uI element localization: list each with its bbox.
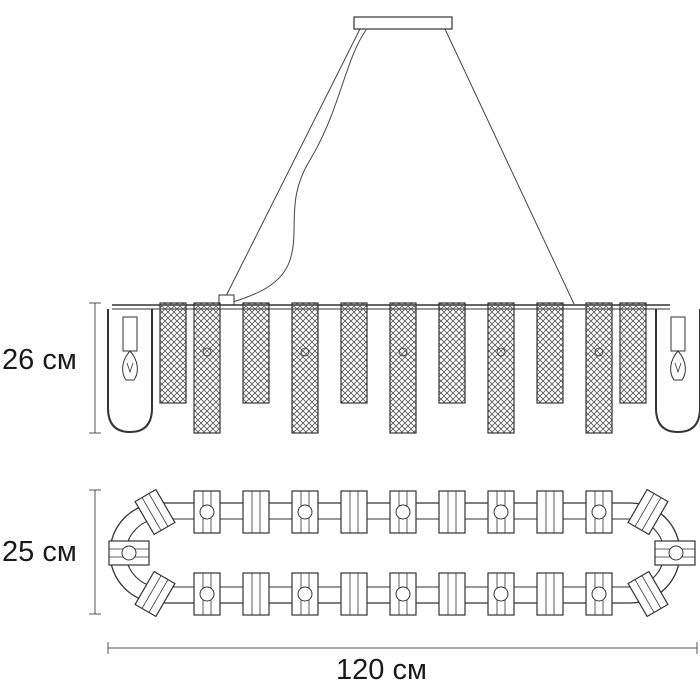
height-dimension-line bbox=[89, 302, 101, 434]
top-shade bbox=[585, 572, 613, 616]
cable-clip bbox=[218, 294, 235, 306]
top-shade bbox=[487, 490, 515, 534]
length-dimension-line bbox=[107, 642, 698, 654]
height-label: 26 см bbox=[2, 344, 77, 376]
top-shade bbox=[389, 572, 417, 616]
end-shade-right-center bbox=[654, 540, 696, 566]
end-shade-left-center bbox=[108, 540, 150, 566]
top-shades bbox=[193, 490, 613, 616]
top-shade bbox=[438, 490, 466, 534]
end-shade-left-bottom bbox=[134, 570, 176, 618]
depth-label: 25 см bbox=[2, 536, 77, 568]
end-lamp-right bbox=[655, 309, 700, 434]
length-label: 120 см bbox=[336, 654, 427, 686]
mesh-shade-short bbox=[340, 302, 368, 404]
top-shade bbox=[438, 572, 466, 616]
top-shade bbox=[193, 572, 221, 616]
top-shade bbox=[291, 572, 319, 616]
suspension-wire-left bbox=[221, 28, 361, 305]
mesh-shade-long bbox=[585, 302, 613, 434]
top-shade bbox=[585, 490, 613, 534]
mesh-shade-short bbox=[438, 302, 466, 404]
mesh-shade-short bbox=[619, 302, 647, 404]
mesh-shade-long bbox=[291, 302, 319, 434]
power-cable bbox=[232, 29, 367, 303]
top-view bbox=[89, 488, 698, 654]
mesh-shade-short bbox=[159, 302, 187, 404]
mesh-shade-long bbox=[487, 302, 515, 434]
top-shade bbox=[487, 572, 515, 616]
mesh-shade-short bbox=[536, 302, 564, 404]
side-shades bbox=[159, 302, 647, 434]
suspension-wire-right bbox=[444, 28, 575, 305]
top-shade bbox=[193, 490, 221, 534]
top-shade bbox=[340, 490, 368, 534]
end-shade-right-bottom bbox=[627, 570, 669, 618]
top-shade bbox=[389, 490, 417, 534]
end-shade-right-top bbox=[627, 488, 669, 536]
end-shade-left-top bbox=[134, 488, 176, 536]
top-shade bbox=[242, 490, 270, 534]
top-shade bbox=[242, 572, 270, 616]
top-shade bbox=[536, 490, 564, 534]
mesh-shade-long bbox=[193, 302, 221, 434]
top-shade bbox=[340, 572, 368, 616]
mesh-shade-long bbox=[389, 302, 417, 434]
end-lamp-left bbox=[107, 309, 153, 434]
top-shade bbox=[291, 490, 319, 534]
depth-dimension-line bbox=[89, 489, 101, 615]
oval-track-outer bbox=[109, 502, 681, 604]
ceiling-canopy bbox=[353, 16, 453, 30]
side-view bbox=[89, 16, 700, 434]
mesh-shade-short bbox=[242, 302, 270, 404]
top-shade bbox=[536, 572, 564, 616]
